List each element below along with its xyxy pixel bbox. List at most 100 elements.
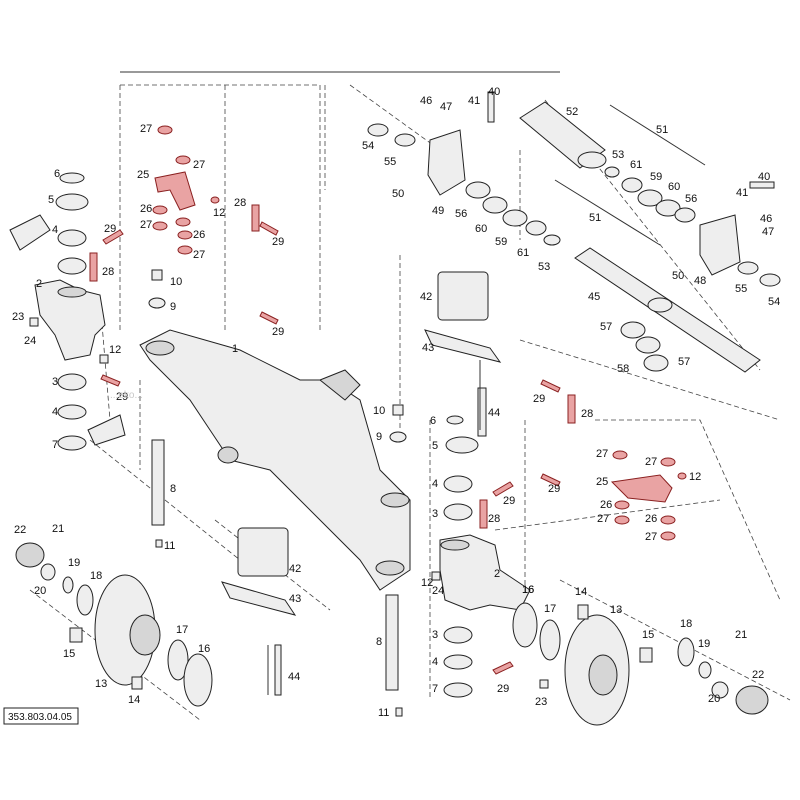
callout-29: 29 <box>548 483 560 495</box>
callout-27: 27 <box>193 249 205 261</box>
callout-52: 52 <box>566 106 578 118</box>
callout-23: 23 <box>12 311 24 323</box>
callout-12: 12 <box>109 344 121 356</box>
callout-53: 53 <box>538 261 550 273</box>
pivot-tube-assembly <box>367 91 781 373</box>
callout-42: 42 <box>420 291 432 303</box>
callout-17: 17 <box>176 624 188 636</box>
callout-2: 2 <box>494 568 500 580</box>
callout-51: 51 <box>656 124 668 136</box>
callout-8: 8 <box>170 483 176 495</box>
callout-42: 42 <box>289 563 301 575</box>
callout-51: 51 <box>589 212 601 224</box>
callout-28: 28 <box>581 408 593 420</box>
axle-beam <box>139 329 411 591</box>
callout-47: 47 <box>440 101 452 113</box>
callout-43: 43 <box>422 342 434 354</box>
callout-16: 16 <box>522 584 534 596</box>
callout-46: 46 <box>420 95 432 107</box>
right-bearing-stack <box>443 415 479 698</box>
left-bearing-stack <box>9 172 126 451</box>
callout-59: 59 <box>495 236 507 248</box>
callout-44: 44 <box>288 671 300 683</box>
callout-27: 27 <box>193 159 205 171</box>
callout-15: 15 <box>63 648 75 660</box>
callout-25: 25 <box>596 476 608 488</box>
callout-27: 27 <box>596 448 608 460</box>
callout-26: 26 <box>600 499 612 511</box>
watermark-text: ...eko... <box>110 390 143 401</box>
reference-box <box>3 707 79 725</box>
callout-54: 54 <box>362 140 374 152</box>
callout-21: 21 <box>735 629 747 641</box>
highlight-steering-arm-left <box>154 171 196 211</box>
callout-27: 27 <box>645 531 657 543</box>
callout-26: 26 <box>193 229 205 241</box>
callout-2: 2 <box>36 278 42 290</box>
callout-19: 19 <box>68 557 80 569</box>
callout-23: 23 <box>535 696 547 708</box>
callout-25: 25 <box>137 169 149 181</box>
callout-43: 43 <box>289 593 301 605</box>
callout-20: 20 <box>34 585 46 597</box>
callout-54: 54 <box>768 296 780 308</box>
callout-24: 24 <box>24 335 36 347</box>
reference-number: 353.803.04.05 <box>8 712 72 723</box>
callout-8: 8 <box>376 636 382 648</box>
callout-6: 6 <box>430 415 436 427</box>
callout-22: 22 <box>14 524 26 536</box>
callout-45: 45 <box>588 291 600 303</box>
callout-3: 3 <box>432 629 438 641</box>
highlight-pin-28-left <box>89 252 98 282</box>
highlighted-parts <box>89 125 687 675</box>
callout-labels: 1223334444556677889910101111121212121313… <box>12 86 780 719</box>
callout-1: 1 <box>232 343 238 355</box>
fasteners <box>29 269 549 717</box>
callout-27: 27 <box>140 123 152 135</box>
callout-7: 7 <box>432 683 438 695</box>
callout-40: 40 <box>488 86 500 98</box>
callout-48: 48 <box>694 275 706 287</box>
callout-5: 5 <box>432 440 438 452</box>
highlight-steering-arm-right <box>610 474 673 503</box>
callout-9: 9 <box>376 431 382 443</box>
callout-59: 59 <box>650 171 662 183</box>
callout-12: 12 <box>213 207 225 219</box>
left-steering-knuckle <box>34 279 106 361</box>
callout-20: 20 <box>708 693 720 705</box>
right-wheel-hub <box>512 602 769 726</box>
callout-27: 27 <box>645 456 657 468</box>
callout-16: 16 <box>198 643 210 655</box>
callout-12: 12 <box>689 471 701 483</box>
callout-29: 29 <box>503 495 515 507</box>
callout-29: 29 <box>116 391 128 403</box>
callout-18: 18 <box>680 618 692 630</box>
callout-46: 46 <box>760 213 772 225</box>
callout-29: 29 <box>104 223 116 235</box>
right-steering-knuckle <box>439 534 531 611</box>
callout-14: 14 <box>128 694 140 706</box>
callout-27: 27 <box>597 513 609 525</box>
callout-15: 15 <box>642 629 654 641</box>
callout-44: 44 <box>488 407 500 419</box>
callout-13: 13 <box>610 604 622 616</box>
callout-57: 57 <box>600 321 612 333</box>
callout-27: 27 <box>140 219 152 231</box>
callout-22: 22 <box>752 669 764 681</box>
callout-4: 4 <box>52 406 58 418</box>
callout-60: 60 <box>475 223 487 235</box>
callout-61: 61 <box>517 247 529 259</box>
callout-24: 24 <box>432 585 444 597</box>
callout-28: 28 <box>102 266 114 278</box>
callout-21: 21 <box>52 523 64 535</box>
callout-58: 58 <box>617 363 629 375</box>
callout-29: 29 <box>272 236 284 248</box>
callout-10: 10 <box>170 276 182 288</box>
callout-29: 29 <box>272 326 284 338</box>
callout-19: 19 <box>698 638 710 650</box>
callout-49: 49 <box>432 205 444 217</box>
rubber-mounts <box>221 271 502 616</box>
callout-55: 55 <box>735 283 747 295</box>
